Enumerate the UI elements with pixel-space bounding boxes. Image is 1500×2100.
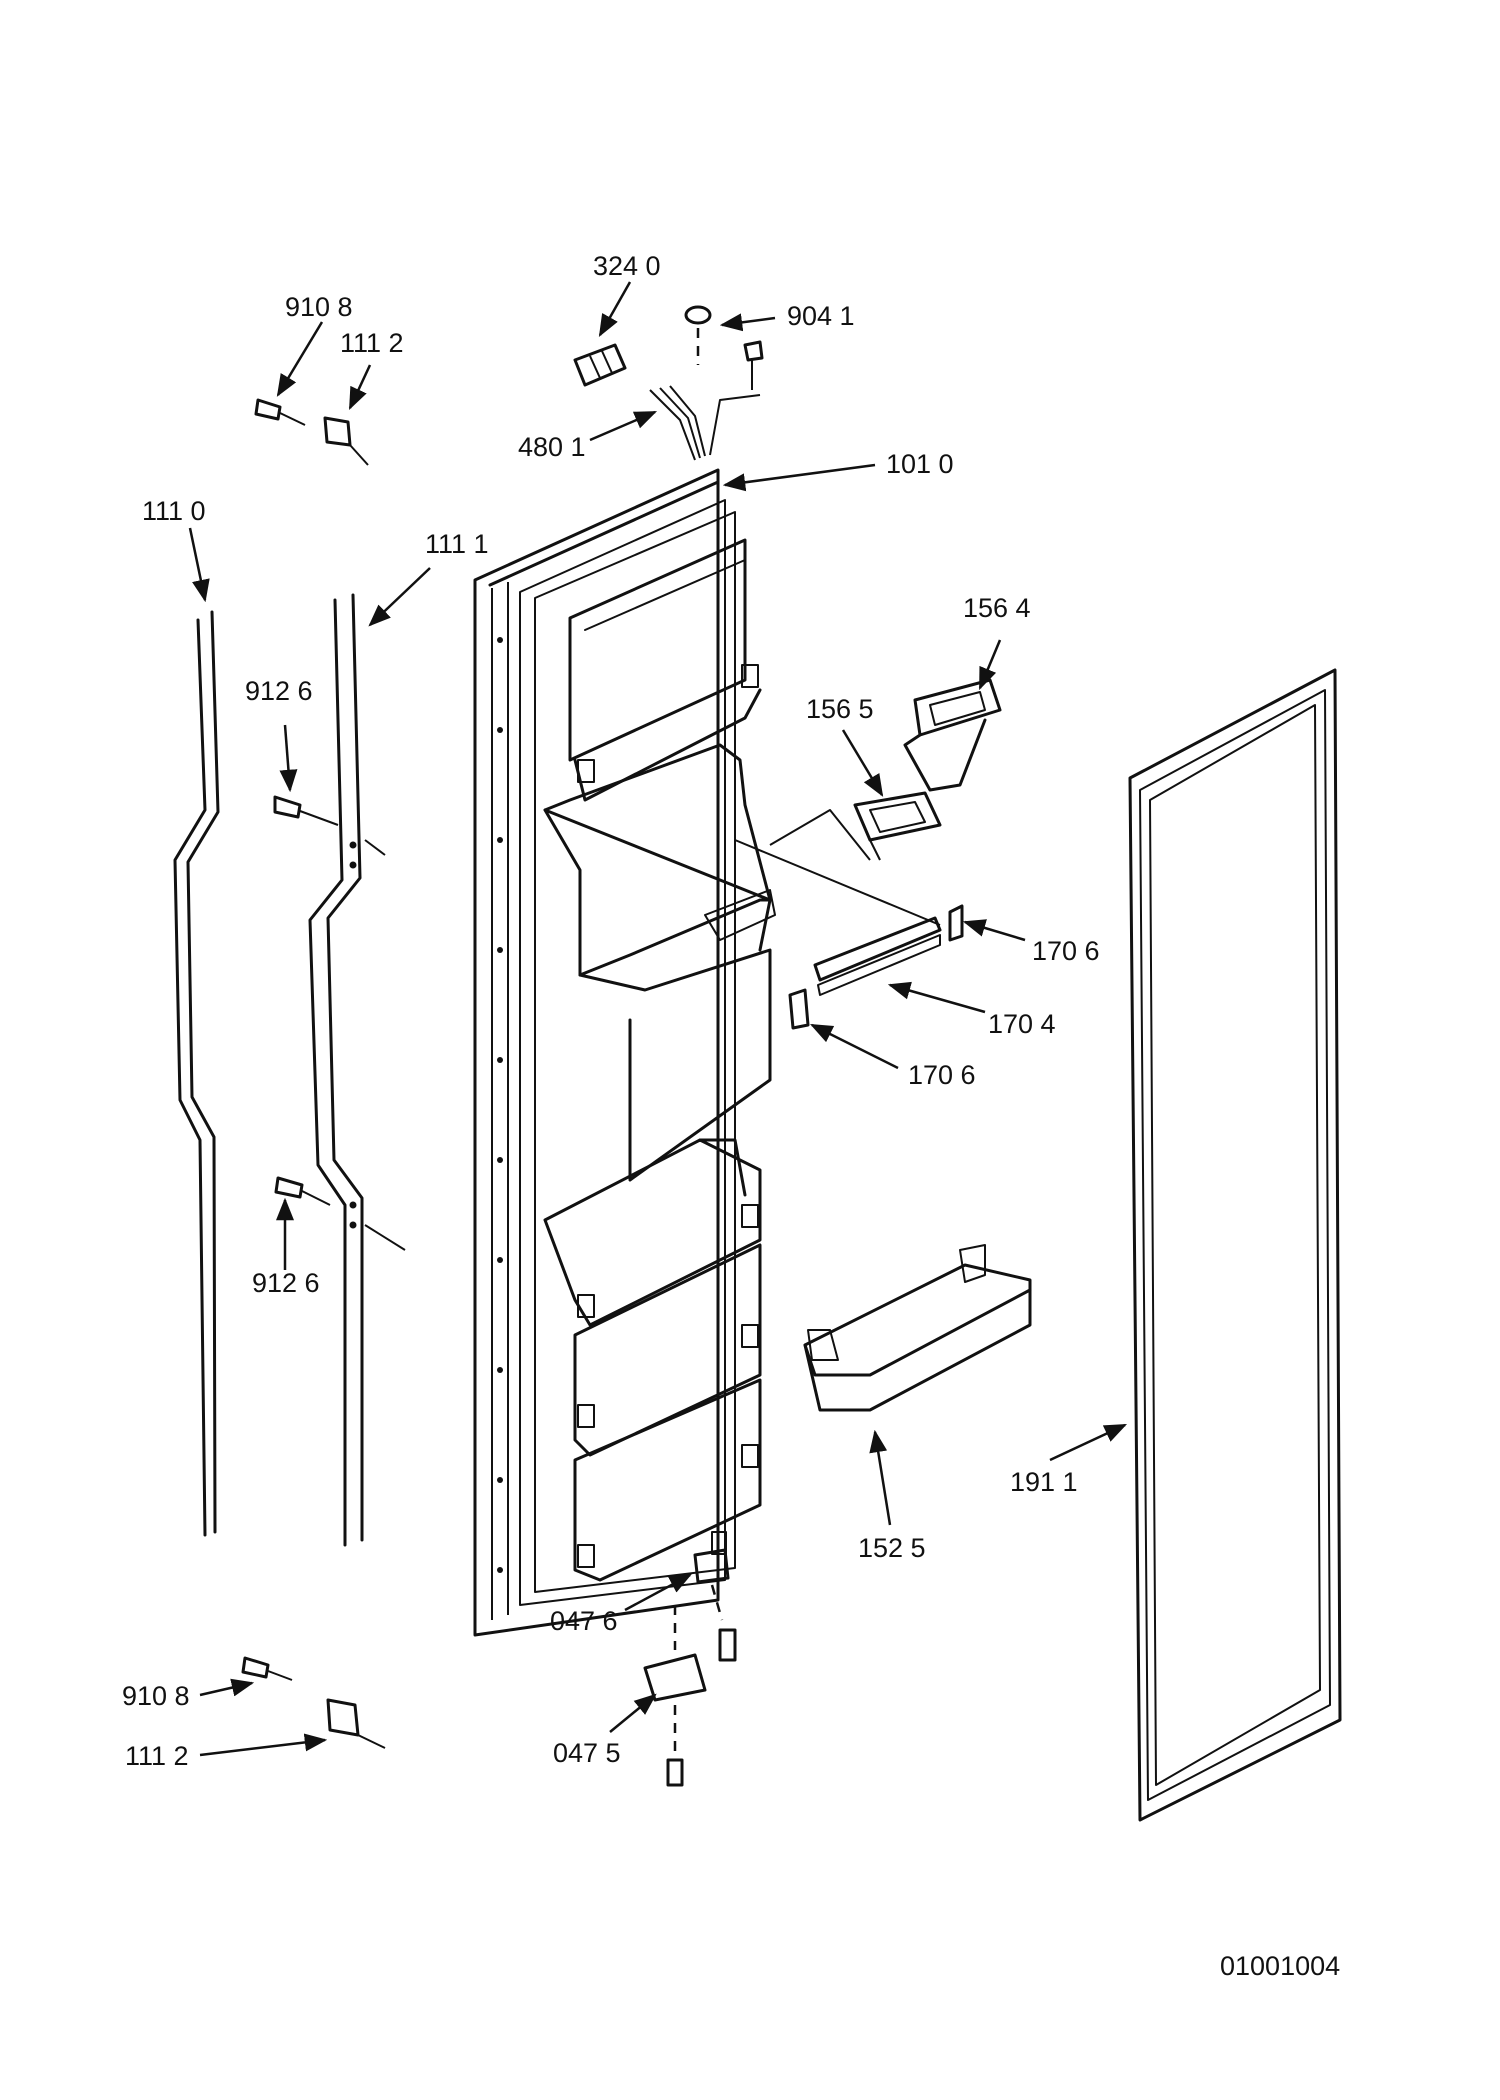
screw-912-6-upper — [273, 795, 339, 826]
label-047-5: 047 5 — [553, 1738, 621, 1768]
label-156-5: 156 5 — [806, 694, 874, 724]
leader-lines — [188, 281, 1128, 1757]
door-gasket-part — [1128, 668, 1342, 1822]
wire-harness-480-1 — [649, 385, 761, 461]
door-shelf-152-5 — [803, 1244, 1032, 1412]
hinge-cover-111-2-lower — [326, 1698, 386, 1749]
label-904-1: 904 1 — [787, 301, 855, 331]
connector-324-0 — [573, 343, 627, 387]
label-170-6-right: 170 6 — [1032, 936, 1100, 966]
screw-910-8-upper — [254, 398, 306, 426]
label-324-0: 324 0 — [593, 251, 661, 281]
label-910-8-lower: 910 8 — [122, 1681, 190, 1711]
part-labels: 324 0 904 1 910 8 111 2 480 1 101 0 111 … — [122, 251, 1340, 1981]
label-111-0: 111 0 — [142, 496, 206, 526]
label-912-6-lower: 912 6 — [252, 1268, 320, 1298]
end-cap-170-6-right — [948, 904, 964, 942]
hinge-bracket-047-5 — [643, 1605, 707, 1787]
guide-rail-170-4 — [813, 916, 942, 996]
reinforcement-strap-111-0 — [173, 610, 220, 1537]
label-111-1: 111 1 — [425, 529, 489, 559]
label-152-5: 152 5 — [858, 1533, 926, 1563]
label-101-0: 101 0 — [886, 449, 954, 479]
screw-holes — [497, 637, 503, 1573]
label-170-4: 170 4 — [988, 1009, 1056, 1039]
hinge-strap-111-1 — [308, 593, 406, 1547]
label-156-4: 156 4 — [963, 593, 1031, 623]
label-111-2-lower: 111 2 — [125, 1741, 189, 1771]
chute-seal-156-5 — [853, 791, 942, 861]
label-912-6-upper: 912 6 — [245, 676, 313, 706]
screw-910-8-lower — [241, 1656, 293, 1681]
screw-912-6-lower — [274, 1176, 331, 1206]
document-number: 01001004 — [1220, 1951, 1340, 1981]
hinge-cover-111-2-upper — [323, 416, 369, 466]
hinge-pin-047-6 — [693, 1531, 737, 1662]
end-cap-170-6-left — [788, 988, 810, 1030]
switch-904-1 — [684, 305, 764, 390]
door-liner-part — [473, 468, 776, 1637]
label-191-1: 191 1 — [1010, 1467, 1078, 1497]
label-047-6: 047 6 — [550, 1606, 618, 1636]
label-480-1: 480 1 — [518, 432, 586, 462]
label-170-6-left: 170 6 — [908, 1060, 976, 1090]
label-111-2-upper: 111 2 — [340, 328, 404, 358]
label-910-8-upper: 910 8 — [285, 292, 353, 322]
dispenser-chute-156-4 — [903, 678, 1002, 792]
